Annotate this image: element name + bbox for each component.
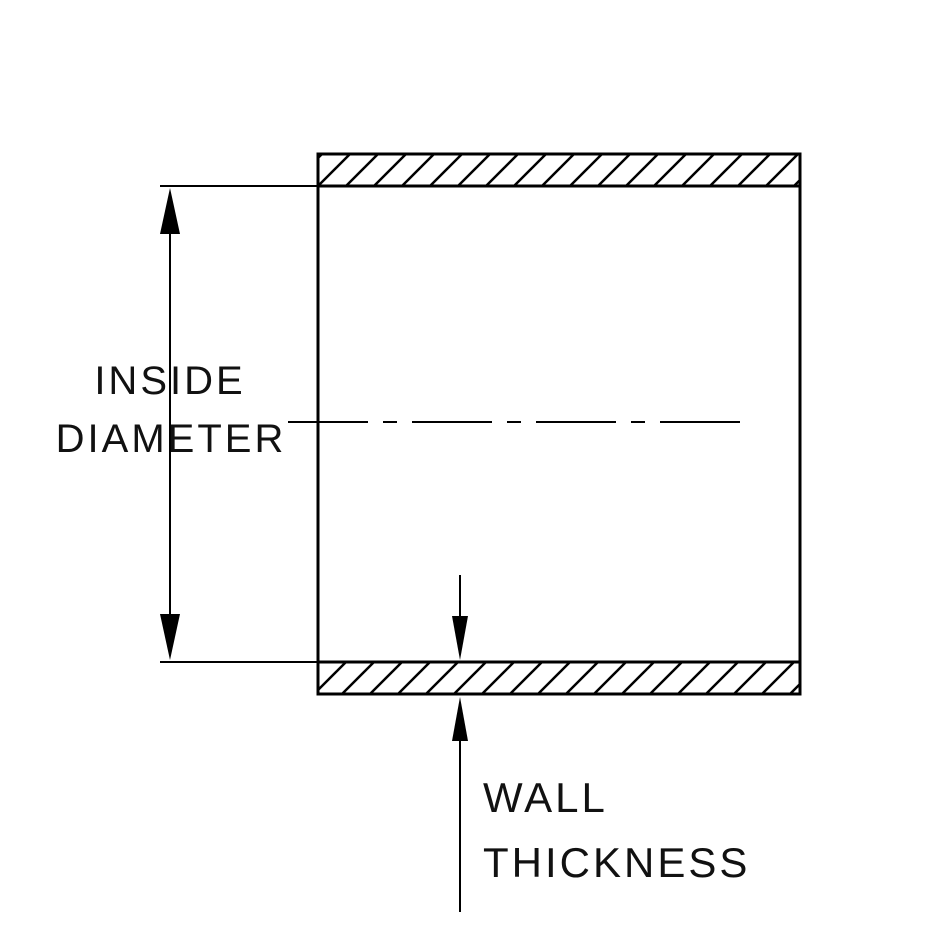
top-wall-hatch	[316, 152, 802, 188]
arrowhead-up-icon	[160, 188, 180, 234]
arrowhead-down-icon	[160, 614, 180, 660]
tube-body-outline	[316, 152, 802, 696]
inside-diameter-label-line1: INSIDE	[94, 359, 245, 403]
bottom-wall-hatch	[316, 660, 802, 696]
wall-thickness-label-line1: WALL	[483, 774, 608, 821]
arrowhead-down-wall-icon	[452, 616, 468, 660]
arrowhead-up-wall-icon	[452, 697, 468, 741]
inside-diameter-label-line2: DIAMETER	[56, 417, 287, 461]
wall-thickness-label-line2: THICKNESS	[483, 839, 750, 886]
